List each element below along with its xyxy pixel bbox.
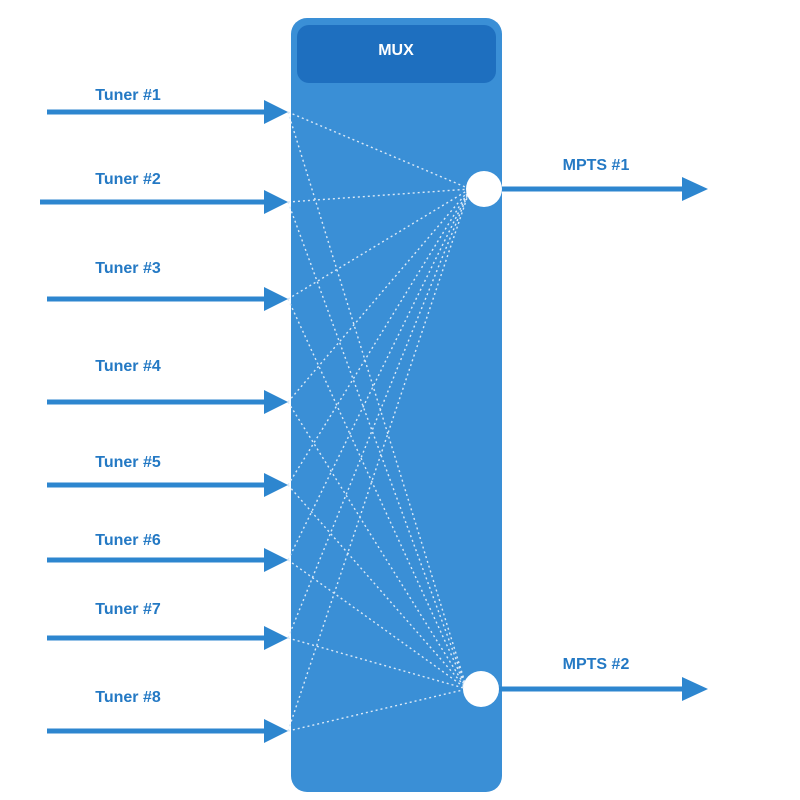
connection-lines-overlay (287, 111, 471, 732)
tuner-label: Tuner #6 (95, 532, 161, 549)
connection-line (287, 484, 468, 690)
input-arrow-head (264, 100, 288, 124)
output-arrow-head (682, 677, 708, 701)
input-arrows (40, 100, 288, 743)
connection-line (287, 637, 468, 690)
output-arrow-head (682, 177, 708, 201)
input-arrow-head (264, 287, 288, 311)
tuner-label: Tuner #4 (95, 358, 161, 375)
input-arrow-head (264, 719, 288, 743)
tuner-label: Tuner #5 (95, 454, 161, 471)
connection-line (287, 559, 468, 690)
connection-line (287, 201, 468, 690)
output-arrows (481, 177, 708, 701)
connection-line (287, 188, 471, 639)
tuner-label: Tuner #8 (95, 689, 161, 706)
connection-line (287, 188, 471, 732)
output-nodes (463, 171, 502, 707)
input-arrow-head (264, 190, 288, 214)
tuner-label: Tuner #7 (95, 601, 161, 618)
connection-line (287, 688, 468, 732)
mux-header (297, 25, 496, 83)
connection-line (287, 298, 468, 690)
connection-line (287, 111, 468, 690)
connection-line (287, 401, 468, 690)
tuner-label: Tuner #1 (95, 87, 161, 104)
connection-line (287, 188, 471, 561)
mpts-label: MPTS #1 (563, 157, 630, 174)
mux-block (291, 18, 502, 792)
output-node (466, 171, 502, 207)
output-labels: MPTS #1 MPTS #2 (563, 157, 630, 673)
output-node (463, 671, 499, 707)
connection-line (287, 188, 471, 403)
tuner-label: Tuner #3 (95, 260, 161, 277)
connection-line (287, 188, 471, 203)
input-arrow-head (264, 473, 288, 497)
input-labels: Tuner #1 Tuner #2 Tuner #3 Tuner #4 Tuner #5… (95, 87, 161, 706)
mux-title: MUX (378, 42, 414, 59)
input-arrow-head (264, 548, 288, 572)
input-arrow-head (264, 390, 288, 414)
tuner-label: Tuner #2 (95, 171, 161, 188)
connection-line (287, 188, 471, 300)
input-arrow-head (264, 626, 288, 650)
mpts-label: MPTS #2 (563, 656, 630, 673)
